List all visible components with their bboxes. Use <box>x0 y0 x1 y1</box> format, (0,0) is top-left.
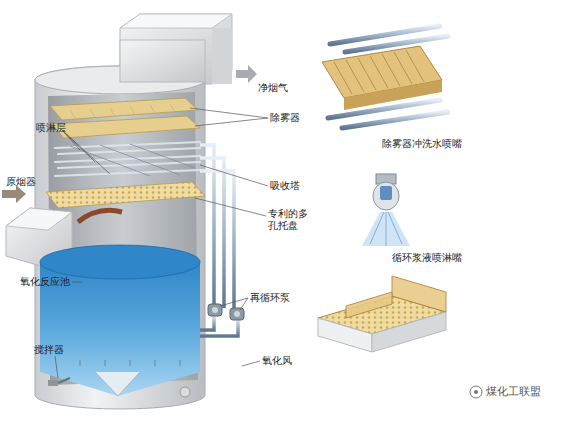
part-label: 喷淋层 <box>36 122 66 134</box>
part-label: 专利的多 孔托盘 <box>268 208 314 232</box>
part-label: 吸收塔 <box>270 180 300 192</box>
inset-caption: 循环浆液喷淋嘴 <box>392 252 462 264</box>
inset-caption: 除雾器冲洗水喷嘴 <box>382 138 462 150</box>
porous-tray-inset <box>318 276 446 352</box>
mist-eliminator-inset <box>322 26 448 128</box>
part-label: 氧化反应池 <box>20 276 70 288</box>
part-label: 再循环泵 <box>250 292 290 304</box>
part-label: 净烟气 <box>258 82 288 94</box>
part-label: 除雾器 <box>270 112 300 124</box>
spray-nozzle-inset <box>362 174 410 246</box>
watermark: 煤化工联盟 <box>486 386 541 398</box>
part-label: 氧化风 <box>262 355 292 367</box>
part-label: 搅拌器 <box>34 344 64 356</box>
part-label: 原烟器 <box>6 176 36 188</box>
